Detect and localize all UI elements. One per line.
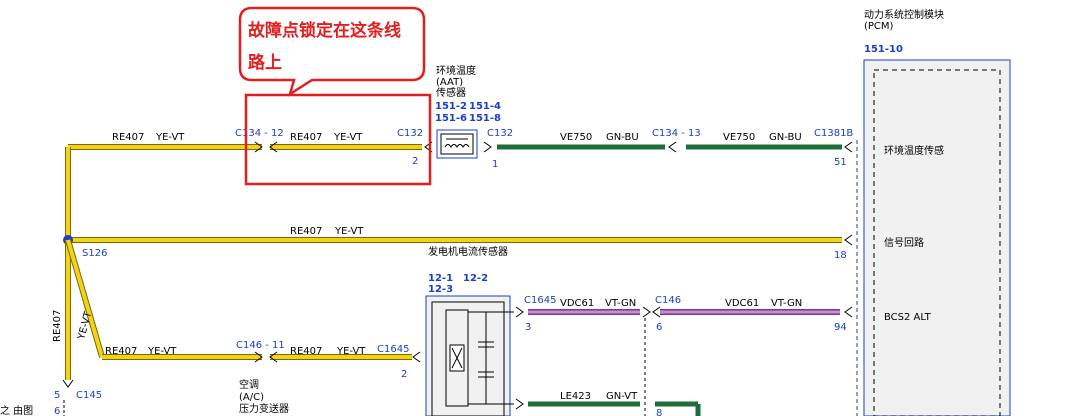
connector-c132: C132 xyxy=(397,128,423,139)
splice-label: S126 xyxy=(82,248,107,259)
connector-arrow xyxy=(483,141,492,153)
connector-arrow xyxy=(254,141,263,153)
wire-color: YE-VT xyxy=(333,132,363,143)
connector-arrow xyxy=(844,141,853,153)
connector-arrow xyxy=(269,351,278,363)
connector-arrow xyxy=(254,351,263,363)
connector-arrow xyxy=(642,306,651,318)
aat-label: (AAT) xyxy=(436,77,463,88)
connector-arrow xyxy=(62,379,74,388)
connector-c146-11: C146 - 11 xyxy=(236,340,285,351)
wire-circuit: VDC61 xyxy=(560,298,594,309)
aat-label: 传感器 xyxy=(436,86,466,99)
wire-color: GN-BU xyxy=(769,132,802,143)
wire-circuit: RE407 xyxy=(290,132,322,143)
connector-arrow xyxy=(652,306,661,318)
connector-arrow xyxy=(844,234,853,246)
gen-sensor-label: 发电机电流传感器 xyxy=(428,245,508,258)
connector-arrow xyxy=(515,306,524,318)
pcm-ref: 151-10 xyxy=(864,44,903,55)
pin-number: 51 xyxy=(834,157,847,168)
connector-c134-12: C134 - 12 xyxy=(235,128,284,139)
pin-number: 2 xyxy=(412,156,418,167)
pin-number: 94 xyxy=(834,322,847,333)
ac-ref: 12-1 xyxy=(428,273,453,284)
aat-ref: 151-2 xyxy=(435,101,467,112)
pin-number: 3 xyxy=(525,322,531,333)
wire-color: YE-VT xyxy=(336,346,366,357)
wire-color: YE-VT xyxy=(155,132,185,143)
wire-color: VT-GN xyxy=(771,298,802,309)
wire-aat-signal xyxy=(65,144,422,240)
aat-sensor-symbol xyxy=(436,129,478,159)
pin-number: 8 xyxy=(656,408,662,416)
pcm-module xyxy=(856,59,1011,416)
wire-color: YE-VT xyxy=(334,226,364,237)
wire-le423 xyxy=(528,401,701,416)
ac-ref: 12-2 xyxy=(463,273,488,284)
aat-label: 环境温度 xyxy=(436,64,476,77)
pcm-pin-label: 信号回路 xyxy=(884,236,924,249)
wire-color: VT-GN xyxy=(605,298,636,309)
wire-color: GN-BU xyxy=(606,132,639,143)
pcm-subtitle: (PCM) xyxy=(864,21,894,32)
connector-c1645: C1645 xyxy=(377,344,409,355)
left-edge-text: 之 由图 xyxy=(0,404,33,416)
wire-circuit: RE407 xyxy=(105,346,137,357)
pin-number: 2 xyxy=(401,369,407,380)
pin-number: 5 xyxy=(54,390,60,401)
pin-number: 6 xyxy=(54,406,60,416)
connector-c1381b: C1381B xyxy=(814,128,853,139)
wire-circuit: RE407 xyxy=(112,132,144,143)
connector-arrow xyxy=(668,141,677,153)
aat-ref: 151-6 xyxy=(435,113,467,124)
connector-c145: C145 xyxy=(76,390,102,401)
callout-text-line2: 路上 xyxy=(248,52,282,73)
connector-c1645: C1645 xyxy=(524,295,556,306)
wire-circuit: RE407 xyxy=(52,310,63,342)
connector-arrow xyxy=(844,306,853,318)
ac-label: 压力变送器 xyxy=(239,402,289,415)
pin-number: 6 xyxy=(656,322,662,333)
connector-c146: C146 xyxy=(655,295,681,306)
pcm-title: 动力系统控制模块 xyxy=(864,8,944,21)
connector-arrow xyxy=(515,398,524,410)
connector-arrow xyxy=(269,141,278,153)
connector-c132: C132 xyxy=(487,128,513,139)
aat-ref: 151-4 xyxy=(469,101,501,112)
callout-text-line1: 故障点锁定在这条线 xyxy=(248,20,401,41)
wire-branch-down xyxy=(65,239,412,380)
wire-color: YE-VT xyxy=(147,346,177,357)
aat-ref: 151-8 xyxy=(469,113,501,124)
wire-circuit: VE750 xyxy=(723,132,755,143)
wire-circuit: RE407 xyxy=(290,346,322,357)
wire-circuit: LE423 xyxy=(560,391,591,402)
connector-c134-13: C134 - 13 xyxy=(652,128,701,139)
pin-number: 1 xyxy=(492,159,498,170)
ac-ref: 12-3 xyxy=(428,284,453,295)
wire-circuit: VDC61 xyxy=(725,298,759,309)
pcm-pin-label: BCS2 ALT xyxy=(884,312,932,323)
ac-label: (A/C) xyxy=(239,392,264,403)
pcm-pin-label: 环境温度传感 xyxy=(884,144,944,157)
wire-color: GN-VT xyxy=(606,391,638,402)
callout-bubble xyxy=(238,6,426,97)
connector-arrow xyxy=(412,351,421,363)
fault-highlight-box xyxy=(244,93,432,186)
wire-circuit: VE750 xyxy=(560,132,592,143)
wire-circuit: RE407 xyxy=(290,226,322,237)
ac-label: 空调 xyxy=(239,378,259,391)
pin-number: 18 xyxy=(834,250,847,261)
ac-transducer-module xyxy=(425,295,514,416)
